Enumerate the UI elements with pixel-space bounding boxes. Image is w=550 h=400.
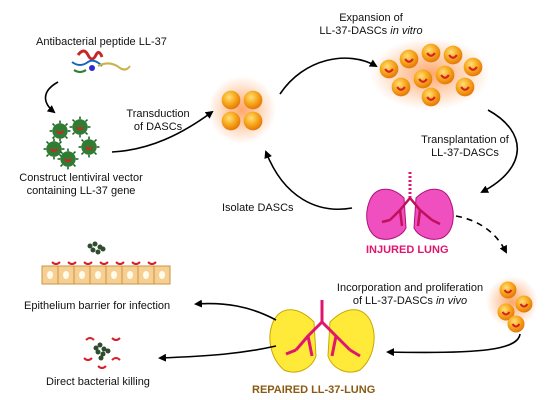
arrow-to-killing	[158, 345, 277, 362]
label-transplantation: Transplantation of LL-37-DASCs	[402, 134, 528, 160]
label-expansion-line1: Expansion of	[339, 12, 403, 24]
injured-lung	[366, 172, 454, 240]
expanded-cells-cluster	[370, 38, 490, 110]
label-injured-lung: INJURED LUNG	[366, 244, 449, 256]
dasc-cells	[208, 76, 276, 144]
label-transduction-line2: of DASCs	[133, 121, 183, 133]
label-transduction-line1: Transduction	[126, 108, 190, 120]
label-repaired-lung: REPAIRED LL-37-LUNG	[252, 384, 376, 396]
label-incorporation-italic: in vivo	[435, 295, 468, 307]
flow-arrows	[44, 57, 521, 362]
label-expansion-prefix: LL-37-DASCs	[319, 25, 391, 37]
label-incorporation-line1: Incorporation and proliferation	[336, 282, 484, 294]
arrow-to-epithelium	[194, 299, 277, 321]
label-construct: Construct lentiviral vector containing L…	[6, 172, 156, 198]
peptide-structure	[71, 49, 131, 73]
repaired-lung	[269, 300, 375, 373]
label-transplantation-line1: Transplantation of	[421, 134, 509, 146]
arrow-expansion	[279, 57, 378, 95]
arrow-peptide-to-vector	[44, 81, 59, 114]
arrow-transduction	[111, 110, 214, 153]
label-construct-line2: containing LL-37 gene	[26, 185, 136, 197]
arrow-transplantation	[480, 109, 519, 193]
label-peptide: Antibacterial peptide LL-37	[36, 36, 167, 48]
lentiviral-vector-cluster	[43, 116, 100, 170]
label-expansion-italic: in vitro	[390, 25, 423, 37]
label-incorporation: Incorporation and proliferation of LL-37…	[326, 282, 494, 308]
label-construct-line1: Construct lentiviral vector	[19, 172, 143, 184]
label-incorporation-line2: of LL-37-DASCs in vivo	[326, 295, 494, 308]
arrow-invivo-to-repaired	[386, 333, 521, 357]
epithelium-barrier	[41, 241, 171, 285]
arrow-isolate	[264, 150, 353, 210]
label-expansion: Expansion of LL-37-DASCs in vitro	[296, 12, 446, 38]
label-transplantation-line2: LL-37-DASCs	[431, 147, 499, 159]
label-killing: Direct bacterial killing	[46, 376, 150, 388]
arrow-to-invivo	[455, 215, 507, 254]
label-incorporation-prefix: of LL-37-DASCs	[352, 295, 436, 307]
label-transduction: Transduction of DASCs	[118, 108, 198, 134]
label-isolate: Isolate DASCs	[222, 202, 294, 214]
invivo-cells	[486, 276, 538, 334]
label-expansion-line2: LL-37-DASCs in vitro	[296, 25, 446, 38]
label-epithelium: Epithelium barrier for infection	[24, 300, 171, 312]
bacterial-killing	[83, 337, 121, 369]
